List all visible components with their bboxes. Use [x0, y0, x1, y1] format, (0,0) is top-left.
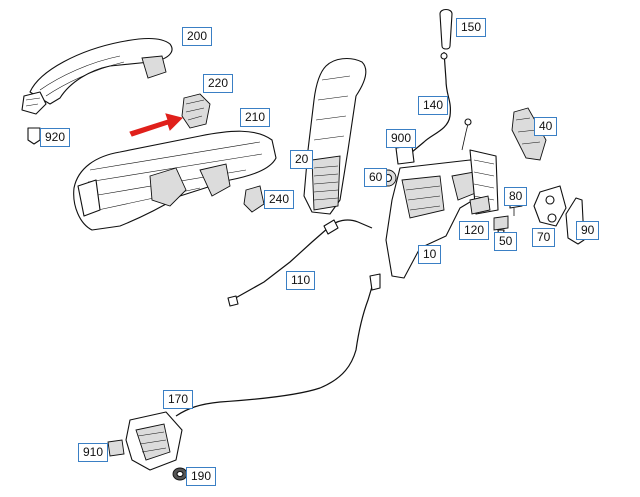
part-900-block — [395, 145, 415, 165]
callout-210[interactable]: 210 — [240, 108, 271, 127]
part-150-knob — [439, 8, 453, 50]
callout-90[interactable]: 90 — [576, 221, 600, 240]
part-910-connector — [107, 439, 125, 457]
callout-190[interactable]: 190 — [186, 467, 217, 486]
callout-50[interactable]: 50 — [494, 232, 518, 251]
red-arrow — [129, 113, 183, 137]
callout-200[interactable]: 200 — [182, 27, 213, 46]
callout-120[interactable]: 120 — [459, 221, 490, 240]
part-240-clip — [243, 185, 265, 213]
callout-110[interactable]: 110 — [286, 271, 316, 290]
callout-900[interactable]: 900 — [386, 129, 417, 148]
callout-70[interactable]: 70 — [532, 228, 556, 247]
part-170-cable — [175, 273, 381, 417]
callout-220[interactable]: 220 — [203, 74, 234, 93]
part-40-bracket — [511, 107, 547, 161]
callout-240[interactable]: 240 — [264, 190, 295, 209]
callout-920[interactable]: 920 — [40, 128, 71, 147]
part-190-grommet — [172, 467, 188, 481]
callout-150[interactable]: 150 — [456, 18, 487, 37]
part-20-inner-carrier — [303, 57, 367, 215]
part-70-striker — [533, 185, 567, 227]
part-920-cap — [27, 127, 41, 145]
callout-910[interactable]: 910 — [78, 443, 109, 462]
callout-80[interactable]: 80 — [504, 187, 528, 206]
part-170-actuator — [125, 411, 183, 471]
part-120-screw — [469, 195, 491, 215]
part-200-outer-handle — [21, 37, 173, 115]
part-140-rod — [411, 51, 452, 153]
part-220-bracket — [181, 93, 211, 129]
part-110-cable — [227, 219, 373, 307]
callout-40[interactable]: 40 — [534, 117, 558, 136]
callout-10[interactable]: 10 — [418, 245, 442, 264]
callout-20[interactable]: 20 — [290, 150, 314, 169]
callout-60[interactable]: 60 — [364, 168, 388, 187]
part-210-handle-carrier — [73, 130, 277, 231]
callout-170[interactable]: 170 — [163, 390, 194, 409]
callout-140[interactable]: 140 — [418, 96, 449, 115]
